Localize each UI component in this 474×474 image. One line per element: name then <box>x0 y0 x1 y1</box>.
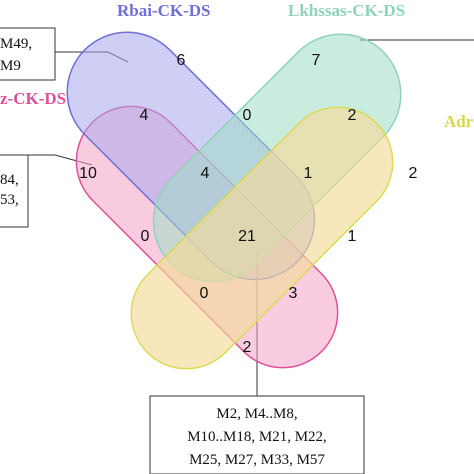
set-shape-adr <box>130 106 394 370</box>
note-box-mid-left: 84, 53, <box>0 154 29 228</box>
note-bottom-line-3: M25, M27, M33, M57 <box>189 452 325 468</box>
count-z-adr: 2 <box>243 339 252 356</box>
count-lkhssas-adr: 2 <box>348 107 357 124</box>
set-label-rbai: Rbai-CK-DS <box>117 1 211 20</box>
count-rbai-only: 6 <box>177 52 186 69</box>
note-mid-left-line-2: 53, <box>0 192 19 208</box>
note-box-top-left: M49, M9 <box>0 27 56 81</box>
count-rbai-lkhssas-adr: 1 <box>304 165 313 182</box>
set-shape-adr-tint <box>131 107 393 369</box>
count-lkhssas-only: 7 <box>312 52 321 69</box>
count-z-only: 10 <box>79 165 97 182</box>
count-lkhssas-z-adr: 0 <box>200 285 209 302</box>
count-rbai-z: 4 <box>140 107 149 124</box>
count-adr-only: 2 <box>409 165 418 182</box>
note-box-bottom: M2, M4..M8, M10..M18, M21, M22, M25, M27… <box>149 395 365 474</box>
count-all-four: 21 <box>238 228 256 245</box>
count-rbai-lkhssas: 0 <box>243 107 252 124</box>
set-label-adr: Adr <box>444 112 474 131</box>
count-rbai-adr: 1 <box>348 228 357 245</box>
count-rbai-z-adr: 3 <box>289 285 298 302</box>
note-bottom-line-2: M10..M18, M21, M22, <box>187 429 327 445</box>
note-top-left-line-2: M9 <box>0 58 21 74</box>
count-rbai-lkhssas-z: 4 <box>201 165 210 182</box>
note-mid-left-line-1: 84, <box>0 172 19 188</box>
set-label-z: z-CK-DS <box>0 89 66 108</box>
count-lkhssas-z: 0 <box>141 228 150 245</box>
note-top-left-line-1: M49, <box>0 36 32 52</box>
note-bottom-line-1: M2, M4..M8, <box>216 406 297 422</box>
set-label-lkhssas: Lkhssas-CK-DS <box>288 1 405 20</box>
